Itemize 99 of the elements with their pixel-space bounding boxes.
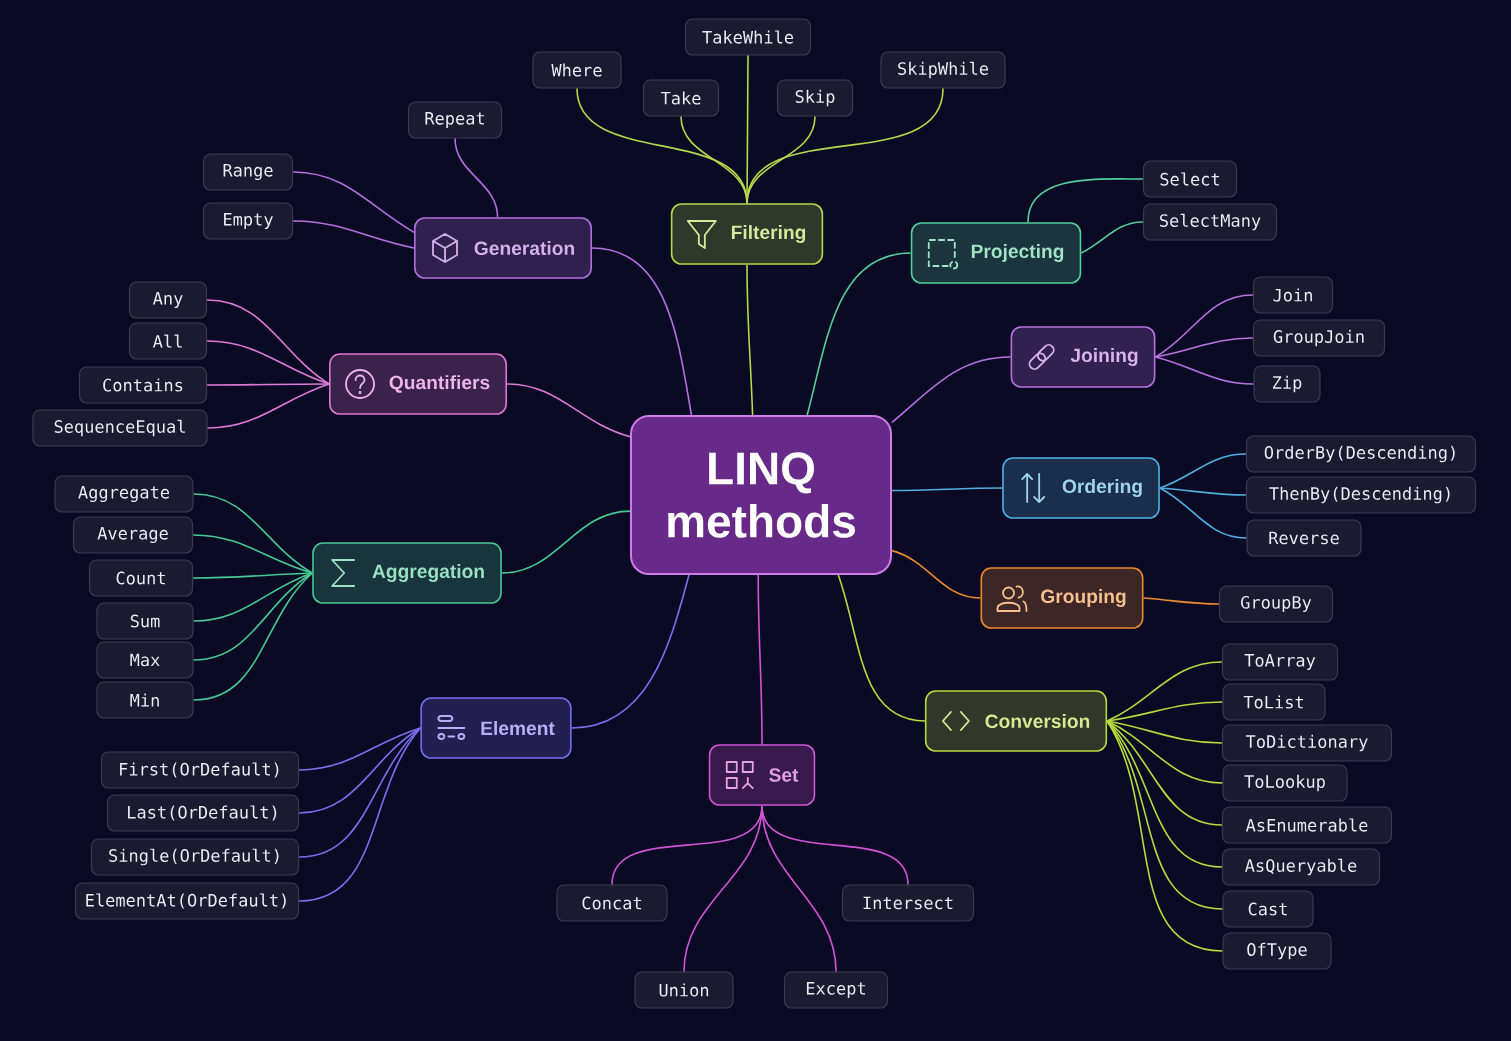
- method-box: Single(OrDefault): [90, 838, 300, 876]
- method-box: Contains: [78, 366, 208, 404]
- connector-line: [570, 574, 690, 729]
- connector-line: [1142, 597, 1220, 605]
- connector-line: [192, 572, 313, 579]
- method-box: ToList: [1222, 683, 1326, 721]
- connector-line: [206, 383, 330, 386]
- connector-line: [1106, 720, 1223, 744]
- method-box: AsQueryable: [1221, 848, 1381, 886]
- connector-line: [837, 574, 926, 722]
- category-box: Projecting: [910, 222, 1082, 284]
- method-box: Range: [202, 153, 294, 191]
- connector-line: [206, 383, 330, 429]
- connector-line: [891, 549, 982, 599]
- method-box: Sum: [96, 602, 194, 640]
- connector-line: [192, 534, 313, 574]
- connector-line: [891, 487, 1003, 492]
- connector-line: [1159, 487, 1248, 539]
- method-box: OrderBy(Descending): [1245, 435, 1477, 473]
- connector-line: [1159, 487, 1247, 496]
- category-box: Element: [420, 697, 572, 759]
- connector-line: [192, 572, 313, 622]
- method-box: ToLookup: [1222, 764, 1348, 802]
- category-box: Joining: [1010, 326, 1156, 388]
- method-box: Select: [1142, 160, 1238, 198]
- connector-line: [192, 493, 313, 574]
- method-box: AsEnumerable: [1221, 806, 1393, 844]
- category-box: Aggregation: [312, 542, 502, 604]
- connector-line: [1106, 720, 1224, 952]
- connector-line: [746, 87, 944, 204]
- connector-line: [1106, 720, 1223, 868]
- connector-line: [1159, 453, 1247, 489]
- connector-line: [454, 137, 499, 218]
- category-box: Grouping: [980, 567, 1144, 629]
- method-box: Last(OrDefault): [106, 794, 300, 832]
- connector-line: [1154, 356, 1255, 385]
- method-box: OfType: [1222, 932, 1332, 970]
- connector-line: [1027, 178, 1144, 223]
- method-box: Repeat: [407, 101, 503, 139]
- connector-line: [192, 572, 313, 661]
- method-box: Reverse: [1246, 519, 1362, 557]
- category-box: Filtering: [670, 203, 824, 265]
- connector-line: [1080, 221, 1144, 254]
- connector-line: [298, 727, 422, 814]
- method-box: Skip: [776, 79, 854, 117]
- connector-line: [891, 356, 1012, 424]
- category-box: Quantifiers: [329, 353, 507, 415]
- method-box: ElementAt(OrDefault): [74, 882, 300, 920]
- method-box: SkipWhile: [880, 51, 1006, 89]
- connector-line: [1106, 701, 1224, 722]
- connector-line: [298, 727, 422, 902]
- method-box: Where: [532, 51, 622, 89]
- connector-line: [1154, 294, 1254, 358]
- method-box: ToArray: [1221, 643, 1339, 681]
- method-box: Intersect: [841, 884, 975, 922]
- method-box: ToDictionary: [1221, 724, 1393, 762]
- connector-line: [298, 727, 422, 771]
- connector-line: [761, 805, 837, 973]
- connector-line: [501, 510, 631, 574]
- method-box: Count: [88, 559, 194, 597]
- connector-line: [292, 220, 415, 249]
- method-box: Empty: [202, 202, 294, 240]
- connector-line: [746, 264, 754, 416]
- method-box: Except: [783, 971, 889, 1009]
- connector-line: [506, 383, 631, 438]
- connector-line: [591, 247, 693, 416]
- method-box: Zip: [1253, 365, 1321, 403]
- method-box: Min: [96, 681, 194, 719]
- method-box: Join: [1252, 276, 1334, 314]
- method-box: All: [128, 322, 208, 360]
- central-topic-box: LINQ methods: [630, 415, 892, 575]
- category-box: Ordering: [1002, 457, 1160, 519]
- category-box: Conversion: [924, 690, 1108, 752]
- connector-line: [1154, 337, 1254, 358]
- method-box: Any: [128, 281, 208, 319]
- connector-line: [1106, 720, 1224, 784]
- method-box: Union: [634, 971, 734, 1009]
- method-box: Aggregate: [54, 475, 194, 513]
- connector-line: [206, 340, 330, 385]
- connector-line: [757, 574, 763, 745]
- method-box: SequenceEqual: [32, 409, 208, 447]
- category-box: Set: [708, 744, 816, 806]
- connector-line: [292, 171, 415, 234]
- connector-line: [206, 299, 330, 385]
- method-box: SelectMany: [1142, 203, 1278, 241]
- method-box: TakeWhile: [684, 18, 812, 56]
- connector-line: [806, 252, 912, 416]
- connector-line: [192, 572, 313, 701]
- method-box: Average: [72, 516, 194, 554]
- connector-line: [1106, 661, 1223, 722]
- method-box: Take: [642, 79, 720, 117]
- method-box: Cast: [1222, 890, 1314, 928]
- method-box: ThenBy(Descending): [1245, 476, 1477, 514]
- method-box: GroupJoin: [1252, 319, 1386, 357]
- method-box: Max: [96, 641, 194, 679]
- method-box: GroupBy: [1218, 585, 1334, 623]
- category-box: Generation: [414, 217, 592, 279]
- method-box: Concat: [556, 884, 668, 922]
- method-box: First(OrDefault): [100, 751, 300, 789]
